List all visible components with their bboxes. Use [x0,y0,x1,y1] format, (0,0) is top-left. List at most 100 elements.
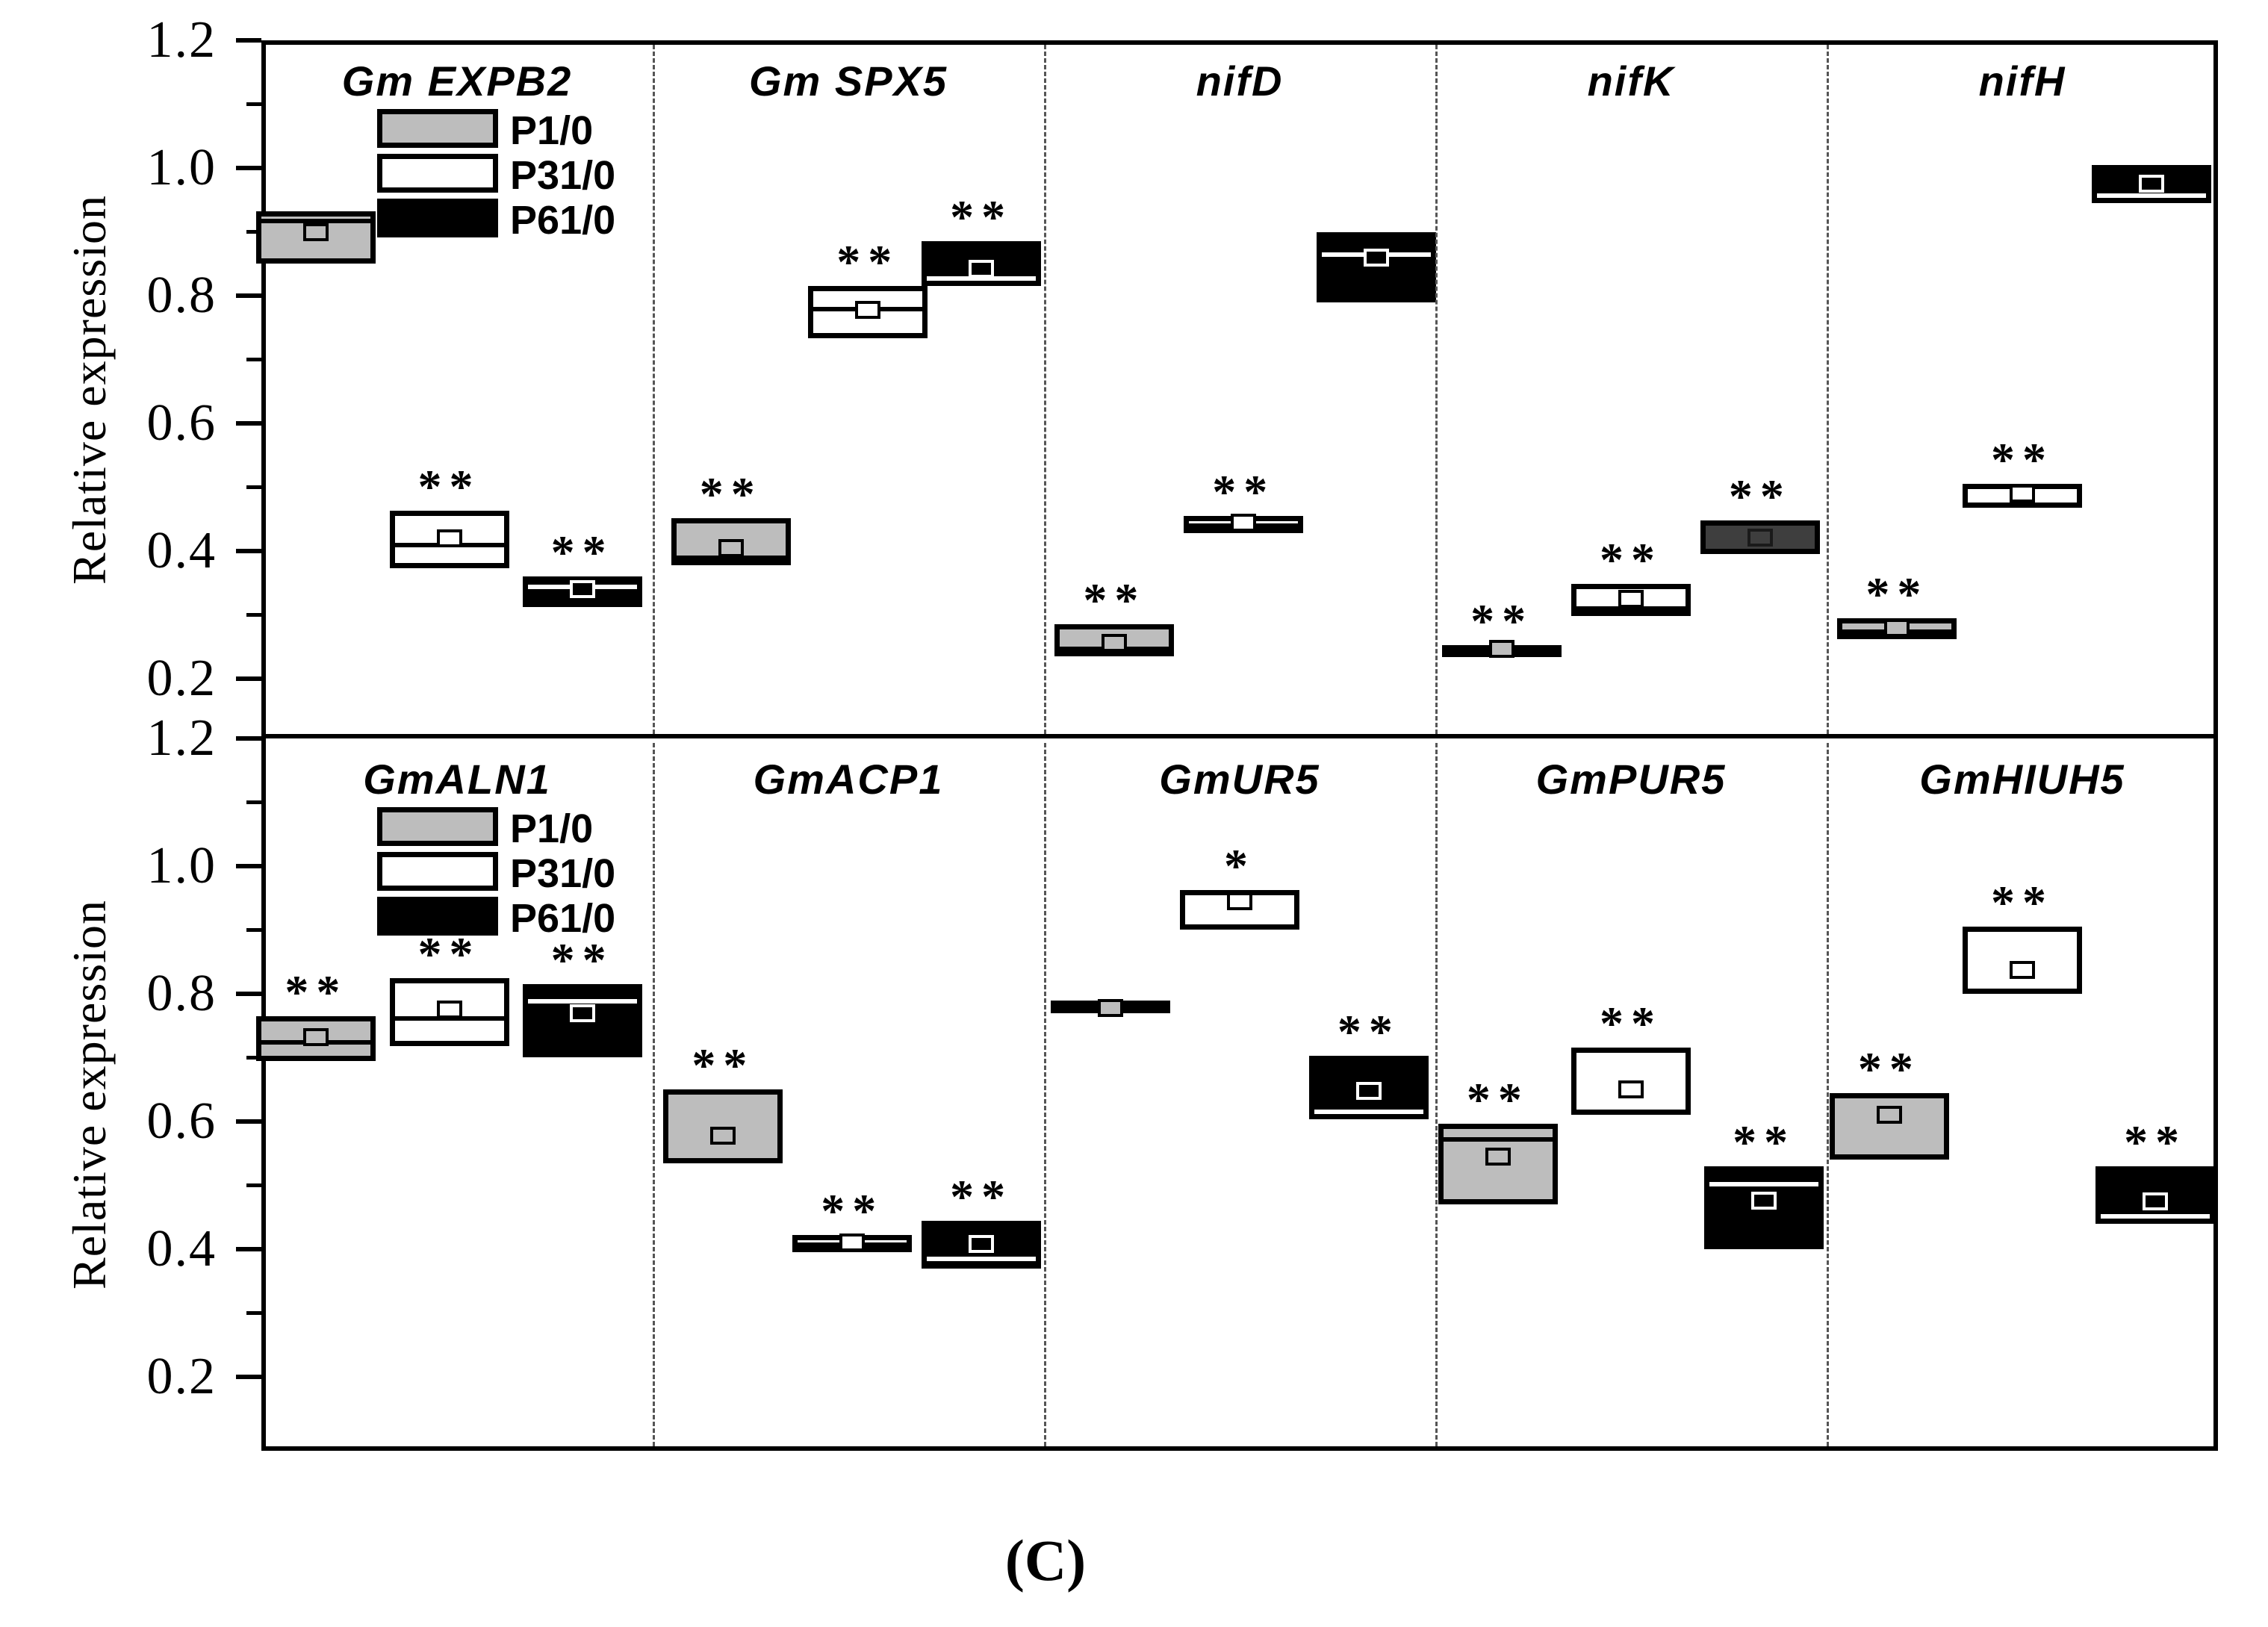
panel-title: nifK [1587,57,1675,105]
mean-marker [1489,639,1515,658]
y-minor-tick [246,800,261,804]
significance-marker: ** [1600,533,1662,587]
significance-marker: * [1224,839,1255,892]
mean-marker [303,1028,329,1047]
mean-marker [969,1235,995,1254]
mean-marker [969,260,995,279]
mean-marker [1884,618,1910,637]
y-major-tick [236,293,261,298]
mean-marker [2010,485,2035,503]
panel-divider [1435,45,1438,734]
significance-marker: ** [2124,1115,2187,1169]
y-tick-label: 0.2 [146,650,217,707]
median-line [1576,606,1686,612]
y-minor-tick [246,102,261,106]
mean-marker [2010,960,2035,979]
y-tick-label: 0.6 [146,394,217,452]
y-minor-tick [246,1183,261,1187]
box-P31-0 [1963,927,2082,994]
mean-marker [1231,514,1257,532]
significance-marker: ** [1212,464,1276,518]
y-tick-label: 1.2 [146,11,217,69]
y-major-tick [236,421,261,426]
panel-divider [1827,743,1829,1446]
significance-marker: ** [1991,433,2054,487]
mean-marker [1355,1081,1382,1100]
y-minor-tick [246,1055,261,1060]
significance-marker: ** [1466,1072,1529,1126]
y-major-tick [236,1119,261,1124]
legend-swatch-P31-0 [376,852,499,891]
legend-swatch-P1-0 [376,807,499,846]
y-major-tick [236,1247,261,1251]
panel-divider [1827,45,1829,734]
figure-panel-label: (C) [1004,1528,1087,1593]
legend-label: P31/0 [510,153,616,198]
median-line [527,998,637,1004]
significance-marker: ** [1865,567,1929,620]
mean-marker [1098,998,1124,1017]
panel-title: GmHIUH5 [1919,756,2125,803]
mean-marker [569,1004,595,1022]
significance-marker: ** [1470,594,1534,647]
significance-marker: ** [1083,573,1146,627]
significance-marker: ** [950,190,1013,244]
mean-marker [2143,1192,2169,1210]
median-line [927,276,1037,281]
panel-title: GmUR5 [1159,756,1320,803]
y-major-tick [236,1375,261,1379]
mean-marker [436,1001,462,1019]
y-minor-tick [246,229,261,234]
panel-divider [1044,743,1046,1446]
significance-marker: ** [550,933,614,987]
mean-marker [1876,1106,1902,1124]
y-tick-label: 0.4 [146,1220,217,1278]
y-major-tick [236,992,261,996]
panel-divider [653,743,655,1446]
median-line [1443,1137,1553,1142]
significance-marker: ** [692,1039,755,1092]
mean-marker [1102,634,1128,653]
mean-marker [1618,590,1644,609]
panel-title: nifD [1196,57,1284,105]
mean-marker [855,300,881,319]
box-P61-0 [1317,231,1437,302]
panel-divider [653,45,655,734]
panel-title: GmACP1 [753,756,944,803]
significance-marker: ** [1337,1004,1400,1058]
panel-divider [1044,45,1046,734]
y-major-tick [236,38,261,43]
panel-title: Gm EXPB2 [341,57,573,105]
y-minor-tick [246,612,261,617]
panel-title: GmPUR5 [1535,756,1727,803]
mean-marker [1751,1192,1777,1210]
mean-marker [1364,248,1390,267]
significance-marker: ** [836,235,900,289]
legend-label: P1/0 [510,806,594,851]
significance-marker: ** [1728,469,1792,523]
significance-marker: ** [1991,876,2054,930]
legend-label: P31/0 [510,851,616,896]
box-P1-0 [1829,1092,1949,1160]
significance-marker: ** [950,1169,1013,1223]
significance-marker: ** [550,526,614,579]
mean-marker [303,223,329,241]
significance-marker: ** [1733,1115,1796,1169]
y-tick-label: 1.0 [146,837,217,895]
panel-title: GmALN1 [363,756,551,803]
median-line [1314,1110,1423,1115]
median-line [927,1257,1037,1262]
significance-marker: ** [1857,1042,1921,1095]
legend-swatch-P61-0 [376,199,499,237]
legend-label: P61/0 [510,896,616,941]
y-tick-label: 0.4 [146,522,217,579]
panel-divider [1435,743,1438,1446]
significance-marker: ** [821,1184,884,1238]
box-P31-0 [389,511,509,569]
mean-marker [1747,529,1773,547]
y-tick-label: 0.2 [146,1348,217,1405]
mean-marker [569,580,595,599]
median-line [676,555,786,560]
mean-marker [436,529,462,547]
